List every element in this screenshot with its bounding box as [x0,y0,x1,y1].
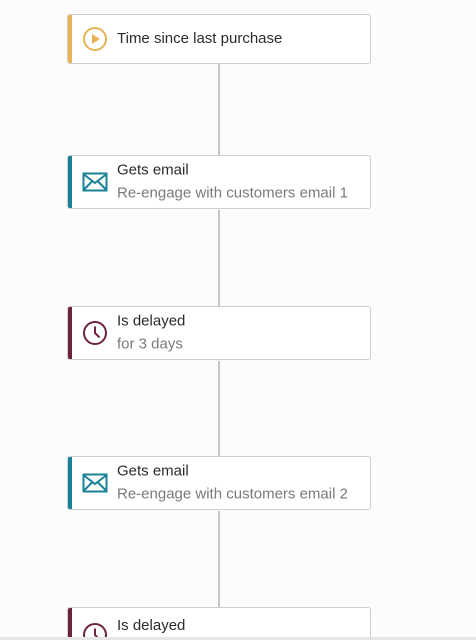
clock-icon [82,320,108,346]
step-title: Is delayed [117,617,186,634]
connector-line [218,210,220,307]
step-accent-bar [68,457,72,509]
envelope-icon [82,169,108,195]
bottom-divider [0,637,476,640]
envelope-icon [82,470,108,496]
play-circle-icon [82,26,108,52]
step-title: Time since last purchase [117,30,283,47]
workflow-step-delay[interactable]: Is delayed [67,607,371,640]
step-accent-bar [68,608,72,640]
step-title: Gets email [117,462,189,480]
connector-line [218,63,220,156]
step-subtitle: Re-engage with customers email 1 [117,184,348,202]
step-title: Is delayed [117,312,186,330]
connector-line [218,361,220,457]
workflow-step-delay[interactable]: Is delayed for 3 days [67,306,371,360]
step-accent-bar [68,307,72,359]
workflow-step-trigger[interactable]: Time since last purchase [67,14,371,64]
workflow-step-email[interactable]: Gets email Re-engage with customers emai… [67,456,371,510]
connector-line [218,511,220,608]
step-subtitle: Re-engage with customers email 2 [117,485,348,503]
workflow-step-email[interactable]: Gets email Re-engage with customers emai… [67,155,371,209]
step-accent-bar [68,15,72,63]
step-title: Gets email [117,161,189,179]
step-subtitle: for 3 days [117,335,183,353]
step-accent-bar [68,156,72,208]
